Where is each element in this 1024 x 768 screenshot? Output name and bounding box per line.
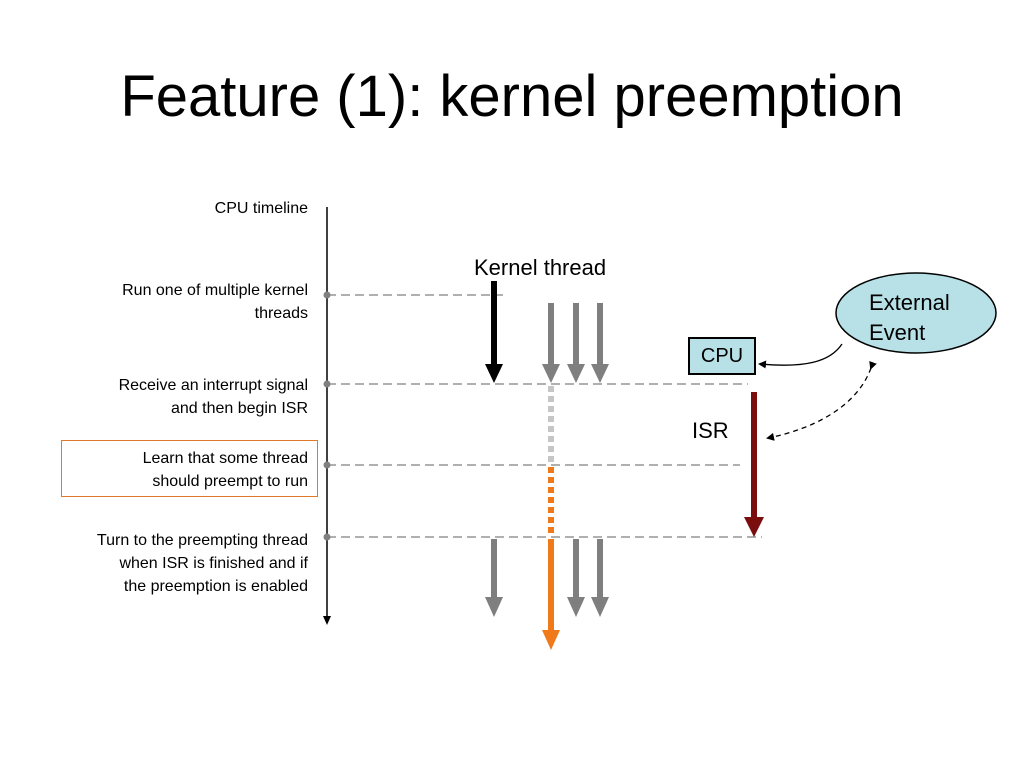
external-event-line: Event xyxy=(869,320,926,345)
external-event-ellipse xyxy=(835,272,997,354)
event-isr-dashed-arrow xyxy=(766,360,877,441)
step-line: Turn to the preempting thread xyxy=(96,532,308,549)
running-thread-arrow xyxy=(485,281,503,383)
preempting-thread-arrow xyxy=(542,539,560,650)
step-turn-to-preempting-thread: Turn to the preempting thread when ISR i… xyxy=(97,529,308,598)
slide-title: Feature (1): kernel preemption xyxy=(120,64,904,129)
event-to-cpu-arrow xyxy=(758,343,843,369)
timeline-label-text: CPU timeline xyxy=(214,200,308,217)
step-run-kernel-threads: Run one of multiple kernel threads xyxy=(122,279,308,325)
step-receive-interrupt: Receive an interrupt signal and then beg… xyxy=(119,374,308,420)
isr-arrow xyxy=(744,392,764,537)
kernel-thread-label: Kernel thread xyxy=(474,255,607,280)
waiting-thread-arrow xyxy=(567,303,585,383)
waiting-thread-arrow xyxy=(591,539,609,617)
external-event-label: External Event xyxy=(869,288,950,348)
step-line: Learn that some thread xyxy=(142,450,308,467)
step-line: Receive an interrupt signal xyxy=(118,377,308,394)
step-line: should preempt to run xyxy=(152,473,308,490)
step-line: and then begin ISR xyxy=(171,400,308,417)
step-line: the preemption is enabled xyxy=(123,578,308,595)
step-line: threads xyxy=(254,305,308,322)
waiting-thread-arrow xyxy=(542,303,560,383)
step-learn-preempt: Learn that some thread should preempt to… xyxy=(143,447,308,493)
step-line: when ISR is finished and if xyxy=(119,555,308,572)
isr-label: ISR xyxy=(692,418,729,443)
timeline-label: CPU timeline xyxy=(215,197,308,220)
cpu-box: CPU xyxy=(688,337,756,375)
highlight-box xyxy=(61,440,318,497)
waiting-thread-arrow xyxy=(567,539,585,617)
waiting-thread-arrow xyxy=(591,303,609,383)
cpu-timeline-axis xyxy=(323,207,331,625)
waiting-thread-arrow xyxy=(485,539,503,617)
cpu-label: CPU xyxy=(700,345,744,367)
external-event-line: External xyxy=(869,290,950,315)
step-line: Run one of multiple kernel xyxy=(122,282,308,299)
